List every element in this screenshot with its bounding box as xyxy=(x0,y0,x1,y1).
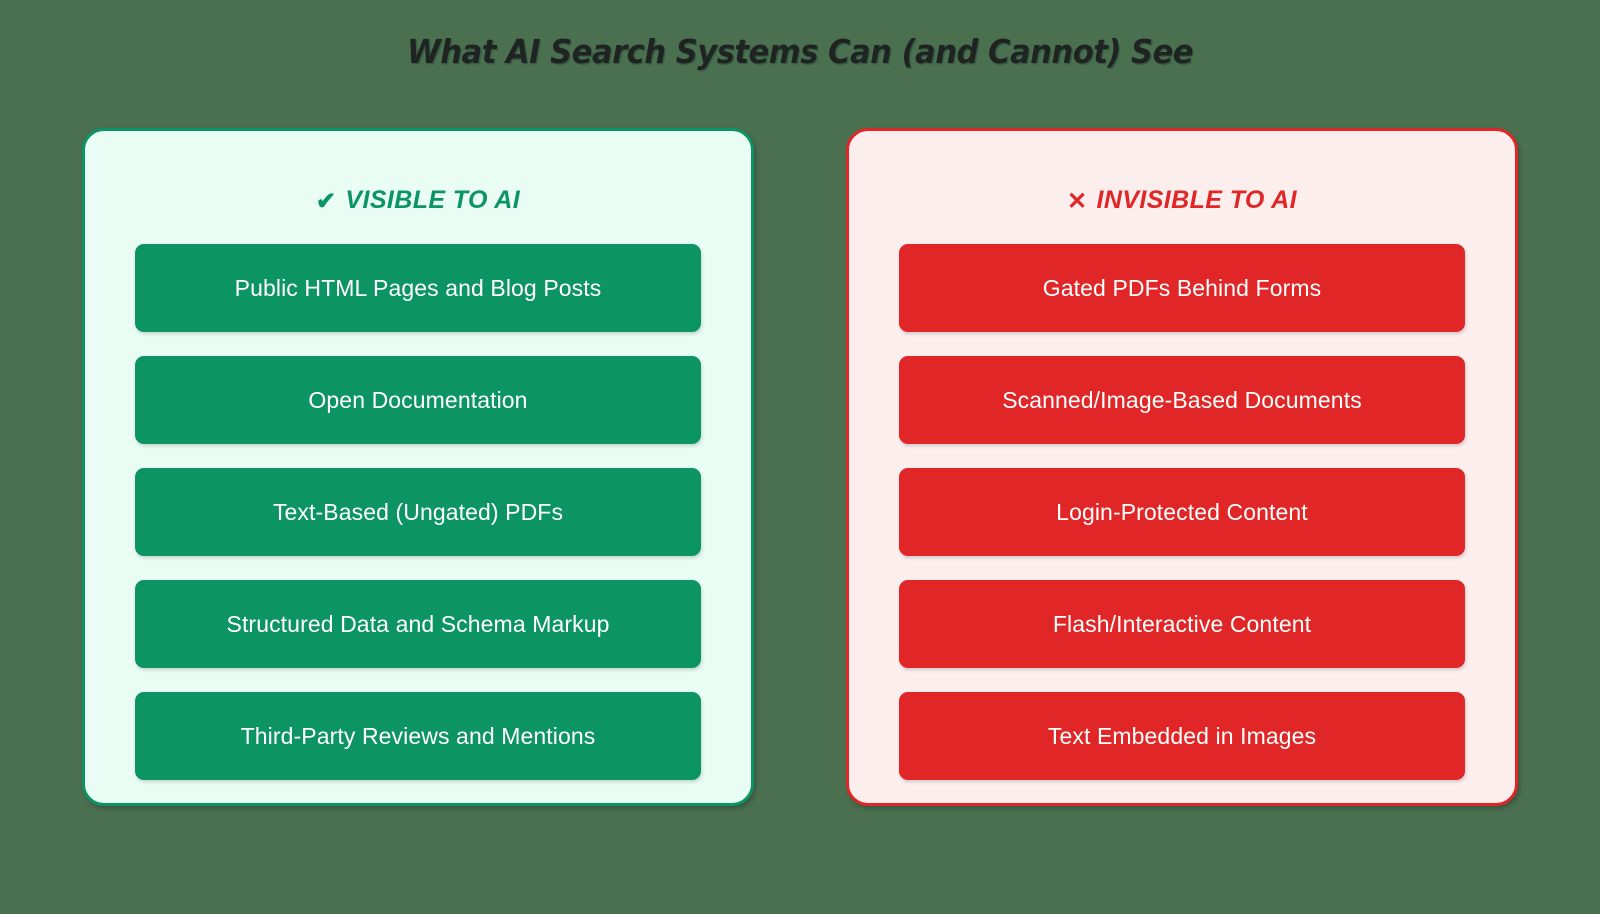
invisible-to-ai-card: ✕ INVISIBLE TO AI Gated PDFs Behind Forms… xyxy=(846,128,1518,806)
invisible-item-list: Gated PDFs Behind Forms Scanned/Image-Ba… xyxy=(899,244,1465,780)
visible-card-header: ✔ VISIBLE TO AI xyxy=(135,155,701,244)
list-item[interactable]: Structured Data and Schema Markup xyxy=(135,580,701,668)
visible-card-header-label: VISIBLE TO AI xyxy=(345,186,521,214)
list-item[interactable]: Open Documentation xyxy=(135,356,701,444)
visible-item-list: Public HTML Pages and Blog Posts Open Do… xyxy=(135,244,701,780)
cross-icon: ✕ xyxy=(1067,188,1088,215)
invisible-card-header: ✕ INVISIBLE TO AI xyxy=(899,155,1465,244)
visible-to-ai-card: ✔ VISIBLE TO AI Public HTML Pages and Blo… xyxy=(82,128,754,806)
list-item[interactable]: Third-Party Reviews and Mentions xyxy=(135,692,701,780)
check-icon: ✔ xyxy=(315,188,337,215)
list-item[interactable]: Login-Protected Content xyxy=(899,468,1465,556)
invisible-card-header-label: INVISIBLE TO AI xyxy=(1096,186,1297,214)
list-item[interactable]: Text-Based (Ungated) PDFs xyxy=(135,468,701,556)
list-item[interactable]: Gated PDFs Behind Forms xyxy=(899,244,1465,332)
list-item[interactable]: Flash/Interactive Content xyxy=(899,580,1465,668)
list-item[interactable]: Scanned/Image-Based Documents xyxy=(899,356,1465,444)
comparison-columns: ✔ VISIBLE TO AI Public HTML Pages and Blo… xyxy=(82,128,1518,806)
page-title: What AI Search Systems Can (and Cannot) … xyxy=(406,32,1194,71)
list-item[interactable]: Public HTML Pages and Blog Posts xyxy=(135,244,701,332)
list-item[interactable]: Text Embedded in Images xyxy=(899,692,1465,780)
